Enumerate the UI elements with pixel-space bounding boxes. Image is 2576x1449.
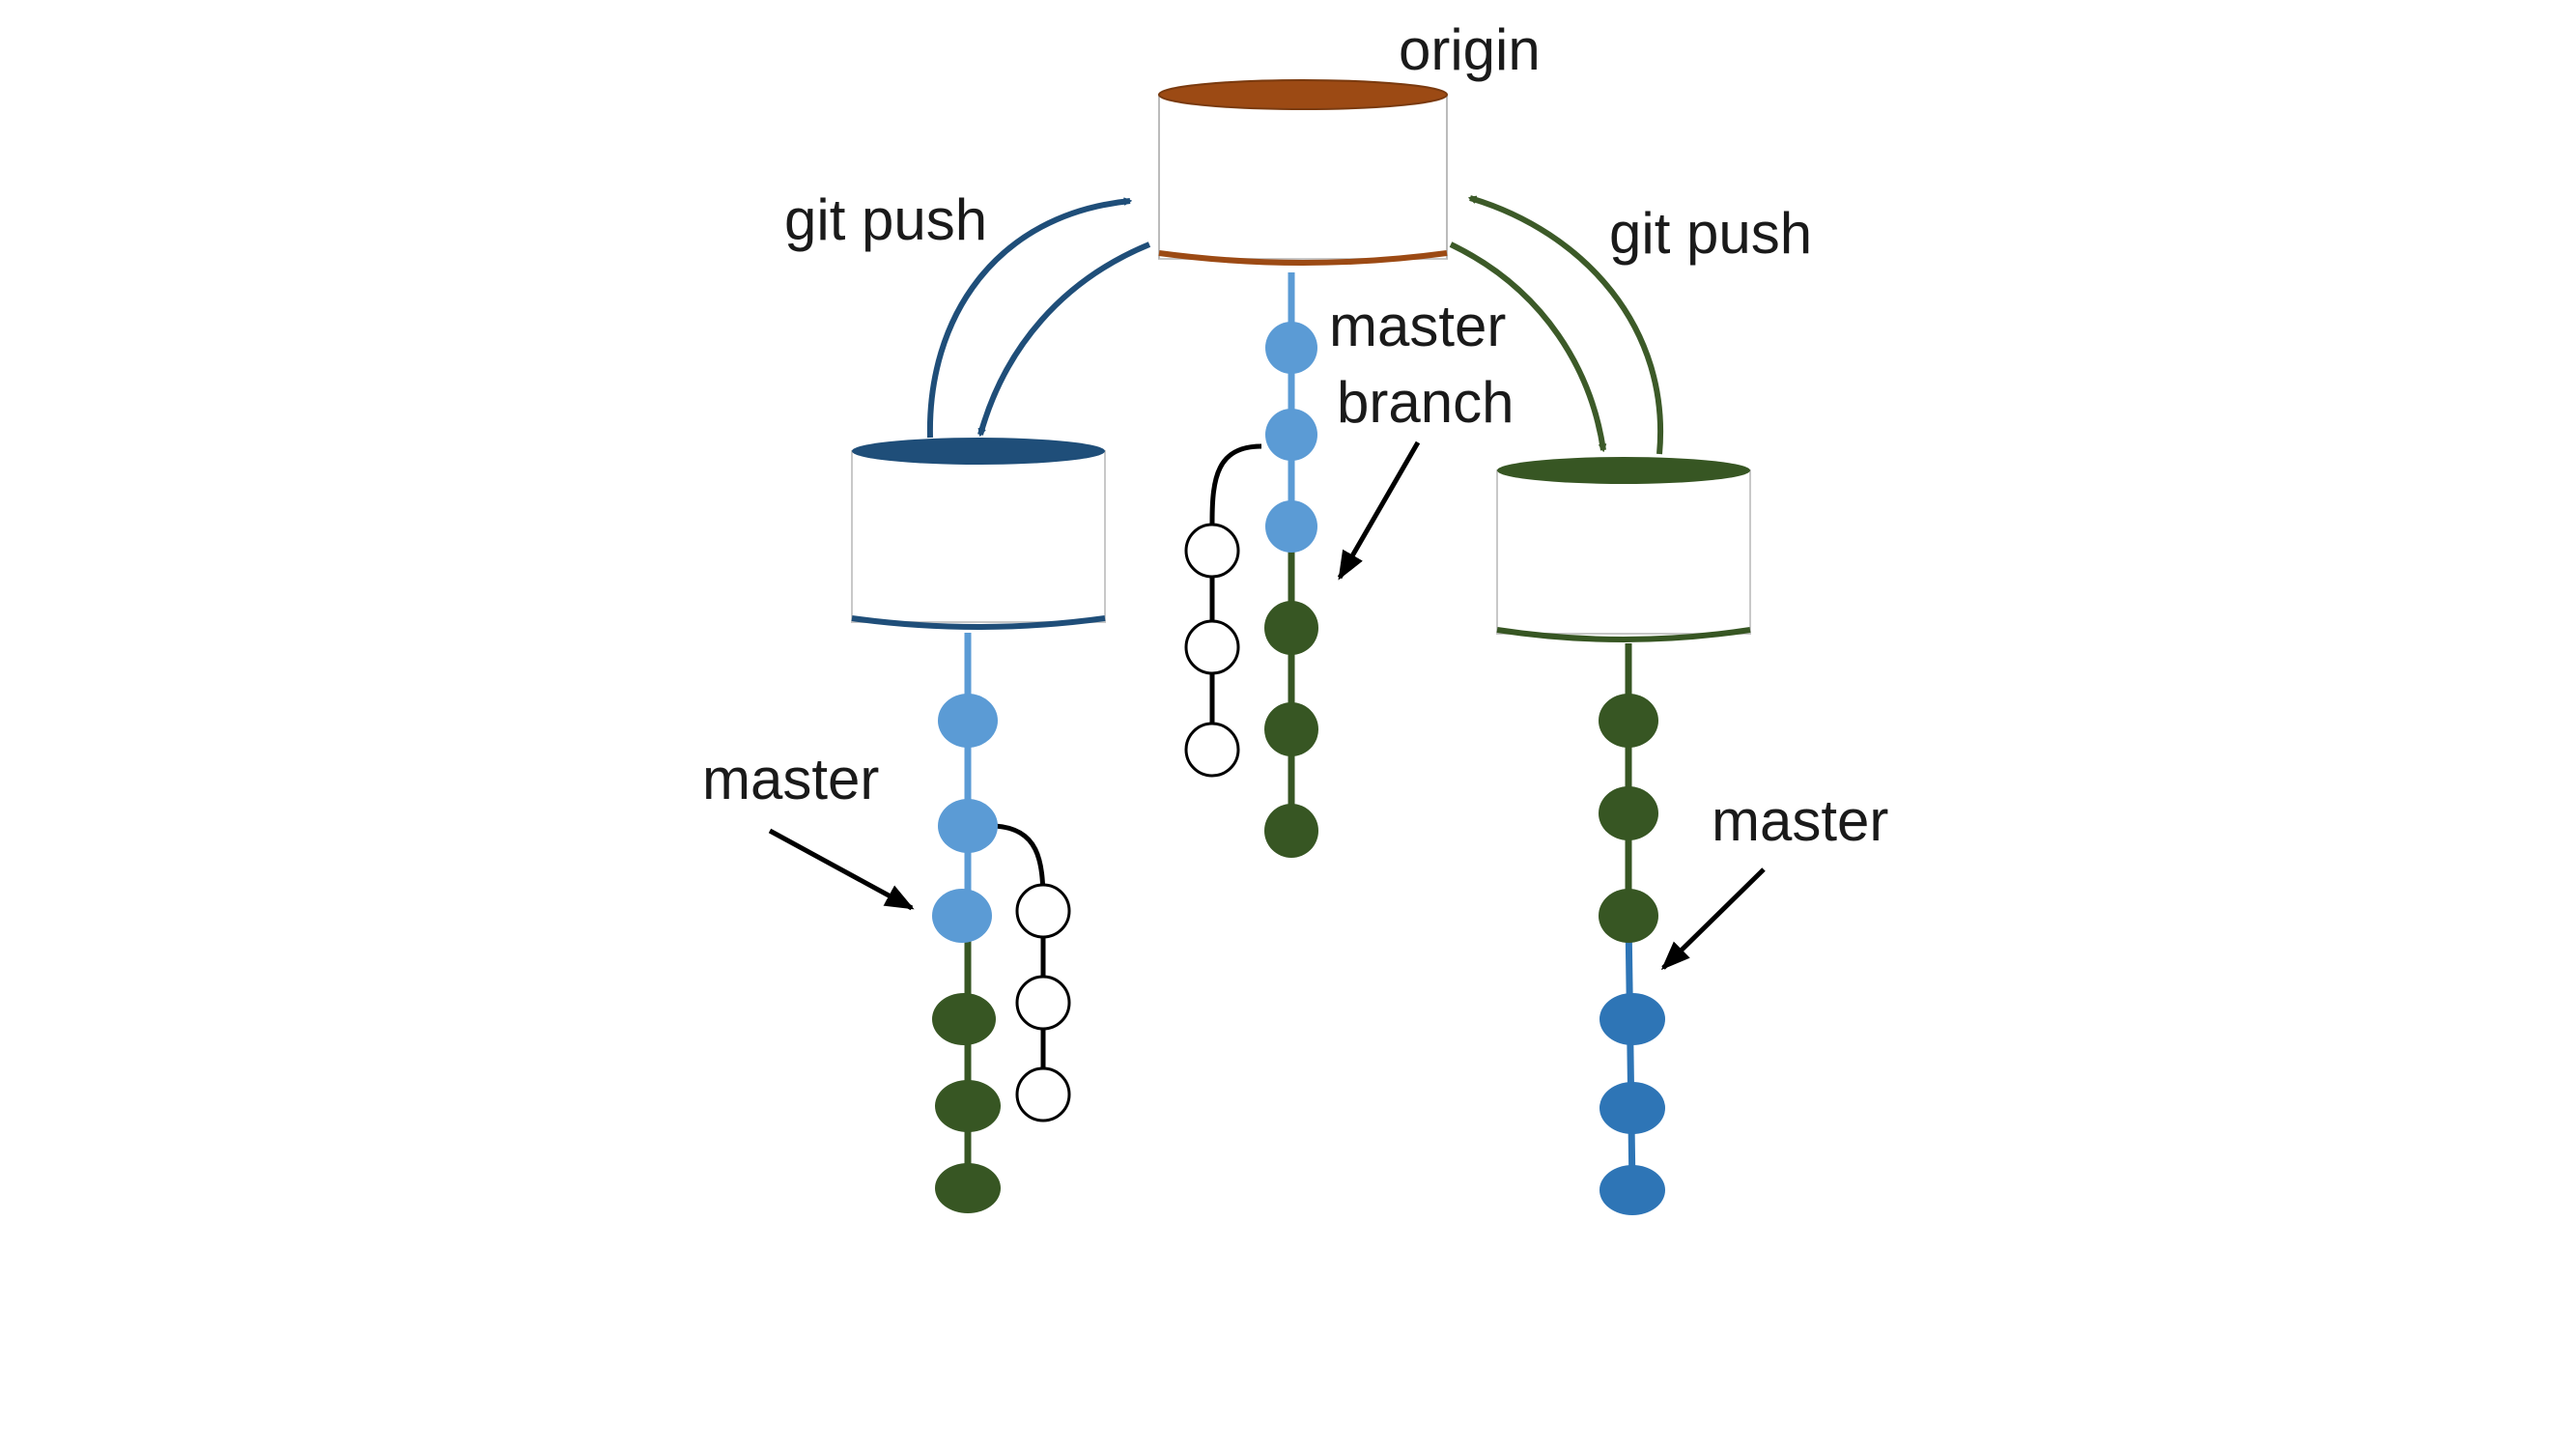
origin-repository xyxy=(1158,79,1448,266)
left-master-label: master xyxy=(702,747,879,811)
commit xyxy=(935,1080,1001,1132)
commit xyxy=(1599,694,1658,748)
left-clone-cap xyxy=(852,438,1105,465)
origin-base-line xyxy=(1158,250,1448,266)
origin-side-branch-line xyxy=(1209,443,1262,753)
commit xyxy=(932,889,992,943)
origin-label: origin xyxy=(1399,17,1541,82)
right-master-pointer-arrow xyxy=(1660,867,1766,971)
origin-cap xyxy=(1158,79,1448,110)
commit xyxy=(938,799,998,853)
left-master-pointer-arrow xyxy=(768,828,915,911)
right-clone-cap xyxy=(1497,457,1750,484)
left-git-push-label: git push xyxy=(784,187,987,252)
right-clone-repository xyxy=(1496,457,1751,642)
left-push-arrow xyxy=(926,201,1130,439)
commit xyxy=(1265,409,1317,461)
left-clone-commit-history xyxy=(932,633,1071,1213)
left-side-branch-line xyxy=(994,823,1046,1092)
commit xyxy=(938,694,998,748)
branch-commit xyxy=(1015,975,1071,1031)
right-git-push-label: git push xyxy=(1609,201,1812,266)
branch-commit xyxy=(1184,619,1240,675)
branch-commit xyxy=(1184,722,1240,778)
commit xyxy=(932,993,996,1045)
branch-commit xyxy=(1184,523,1240,579)
commit xyxy=(1264,702,1318,756)
branch-commit xyxy=(1015,1066,1071,1122)
left-pull-arrow xyxy=(977,242,1151,435)
commit xyxy=(1264,804,1318,858)
commit xyxy=(1599,889,1658,943)
commit xyxy=(1265,500,1317,553)
master-branch-label: master branch xyxy=(1329,294,1522,435)
right-master-label: master xyxy=(1712,788,1888,853)
left-push-pull-arrows xyxy=(926,201,1151,439)
right-pull-arrow xyxy=(1449,242,1603,450)
commit xyxy=(1599,993,1665,1045)
right-push-arrow xyxy=(1470,195,1664,455)
left-clone-repository xyxy=(851,438,1106,630)
origin-commit-history xyxy=(1184,272,1318,858)
master-branch-pointer-arrow xyxy=(1337,440,1421,581)
commit xyxy=(1264,601,1318,655)
right-clone-commit-history xyxy=(1599,643,1665,1215)
commit xyxy=(1599,1082,1665,1134)
commit xyxy=(935,1163,1001,1213)
commit xyxy=(1265,322,1317,374)
branch-commit xyxy=(1015,883,1071,939)
commit xyxy=(1599,1165,1665,1215)
right-push-pull-arrows xyxy=(1449,195,1664,455)
commit xyxy=(1599,786,1658,840)
